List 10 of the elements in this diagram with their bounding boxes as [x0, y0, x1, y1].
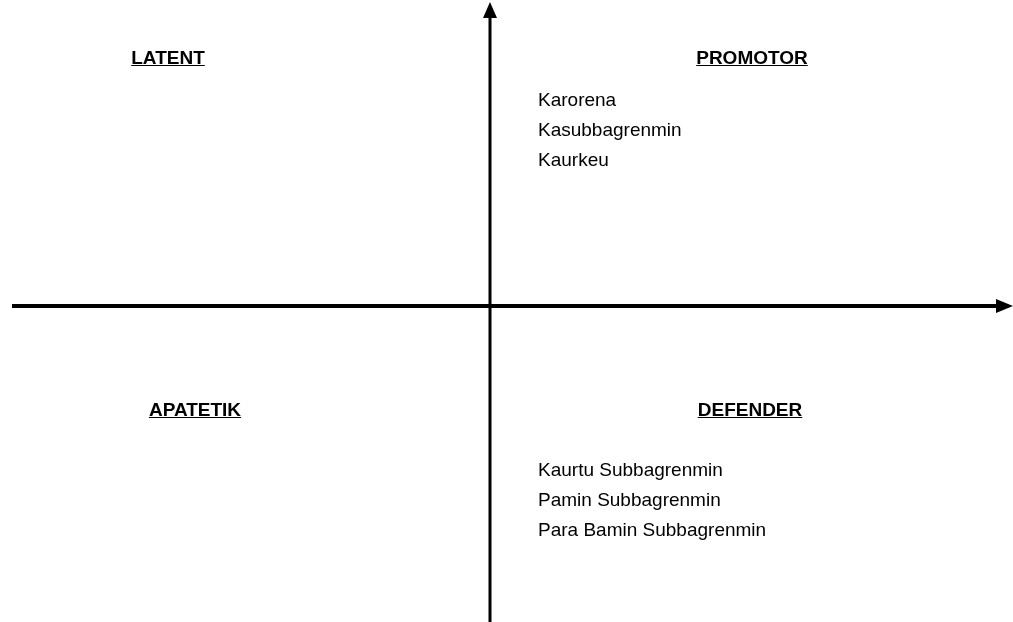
stakeholder-item: Kasubbagrenmin	[538, 118, 682, 142]
quadrant-heading: LATENT	[131, 46, 205, 70]
quadrant-heading: APATETIK	[148, 398, 242, 422]
stakeholder-item: Para Bamin Subbagrenmin	[538, 518, 767, 542]
stakeholder-item: Kaurkeu	[538, 148, 609, 172]
stakeholder-item: Karorena	[538, 88, 617, 112]
stakeholder-item: Pamin Subbagrenmin	[538, 488, 721, 512]
quadrant-heading: PROMOTOR	[696, 46, 808, 70]
stakeholder-item: Kaurtu Subbagrenmin	[538, 458, 723, 482]
quadrant-heading: DEFENDER	[697, 398, 803, 422]
